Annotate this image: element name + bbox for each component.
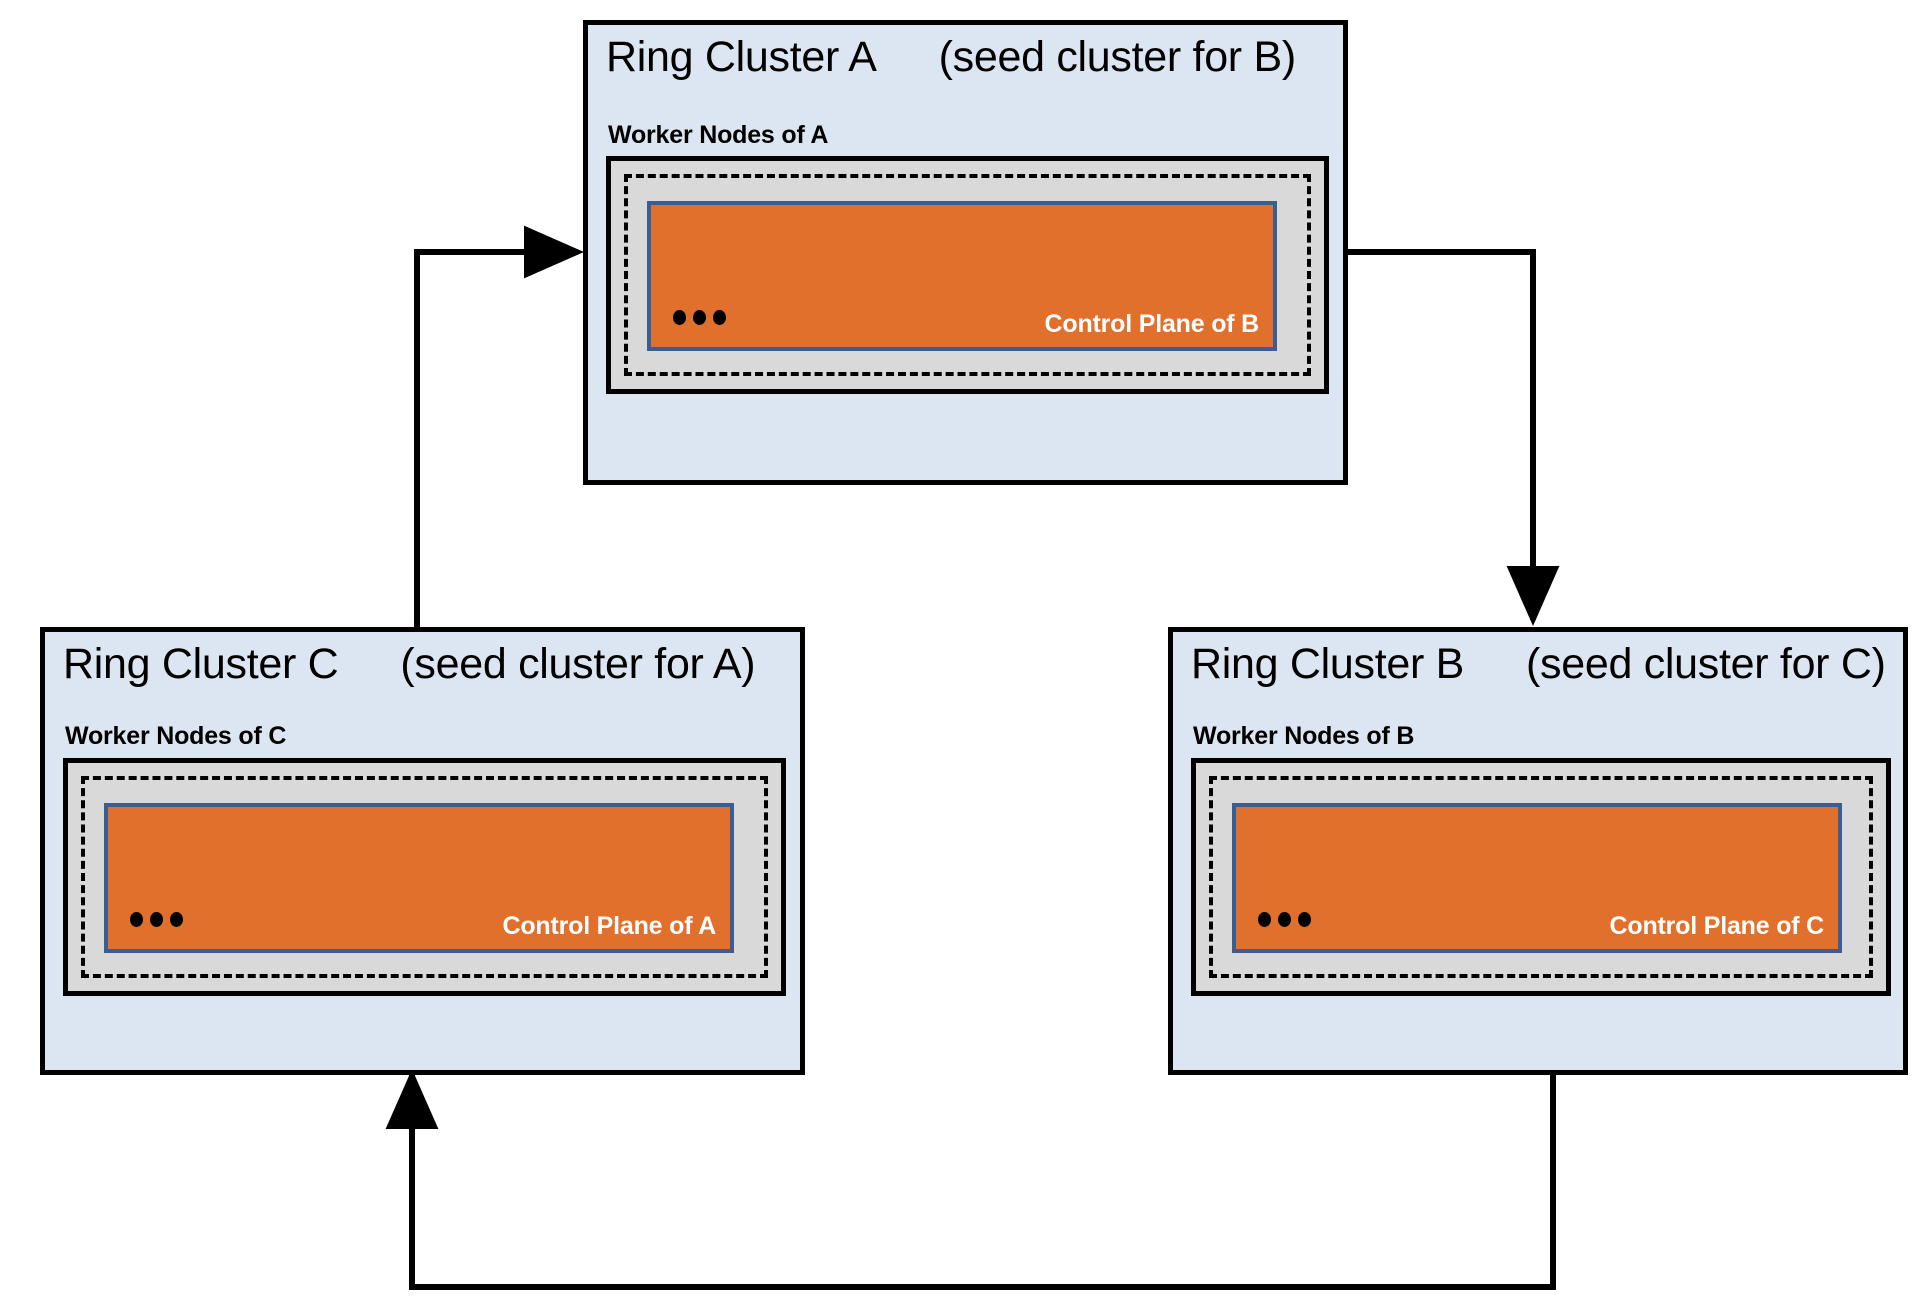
cluster-b-control-plane[interactable]: Control Plane of C bbox=[1232, 803, 1842, 953]
cluster-a-control-plane-ellipsis-icon bbox=[673, 310, 726, 325]
cluster-c-control-plane-label: Control Plane of A bbox=[502, 912, 716, 940]
cluster-a-header: Ring Cluster A (seed cluster for B) bbox=[606, 33, 1296, 82]
cluster-a-worker-label: Worker Nodes of A bbox=[608, 121, 829, 149]
cluster-a-worker-box[interactable]: Control Plane of B bbox=[606, 156, 1329, 394]
cluster-c-worker-dashed-boundary bbox=[81, 776, 768, 978]
arrow-b-to-c bbox=[385, 1059, 1556, 1290]
cluster-b-control-plane-ellipsis-icon bbox=[1258, 912, 1311, 927]
cluster-c-worker-label: Worker Nodes of C bbox=[65, 722, 287, 750]
cluster-b-worker-dashed-boundary bbox=[1209, 776, 1873, 978]
cluster-b-seed-note: (seed cluster for C) bbox=[1526, 640, 1886, 688]
cluster-c-control-plane-ellipsis-icon bbox=[130, 912, 183, 927]
cluster-b-name: Ring Cluster B bbox=[1191, 640, 1465, 688]
cluster-b-header: Ring Cluster B (seed cluster for C) bbox=[1191, 640, 1886, 689]
arrow-c-to-a bbox=[414, 225, 584, 627]
cluster-c-name: Ring Cluster C bbox=[63, 640, 339, 688]
cluster-c-control-plane[interactable]: Control Plane of A bbox=[104, 803, 734, 953]
cluster-a-control-plane-label: Control Plane of B bbox=[1044, 310, 1260, 338]
cluster-b-control-plane-label: Control Plane of C bbox=[1609, 912, 1825, 940]
cluster-b[interactable]: Ring Cluster B (seed cluster for C) Work… bbox=[1168, 627, 1908, 1075]
cluster-a[interactable]: Ring Cluster A (seed cluster for B) Work… bbox=[583, 20, 1348, 485]
cluster-c-header: Ring Cluster C (seed cluster for A) bbox=[63, 640, 756, 689]
cluster-a-seed-note: (seed cluster for B) bbox=[938, 33, 1297, 81]
cluster-c[interactable]: Ring Cluster C (seed cluster for A) Work… bbox=[40, 627, 805, 1075]
cluster-c-seed-note: (seed cluster for A) bbox=[400, 640, 756, 688]
arrow-a-to-b bbox=[1348, 249, 1560, 626]
cluster-b-worker-box[interactable]: Control Plane of C bbox=[1191, 758, 1891, 996]
cluster-a-worker-dashed-boundary bbox=[624, 174, 1311, 376]
cluster-a-name: Ring Cluster A bbox=[606, 33, 877, 81]
cluster-c-worker-box[interactable]: Control Plane of A bbox=[63, 758, 786, 996]
cluster-a-control-plane[interactable]: Control Plane of B bbox=[647, 201, 1277, 351]
cluster-b-worker-label: Worker Nodes of B bbox=[1193, 722, 1415, 750]
